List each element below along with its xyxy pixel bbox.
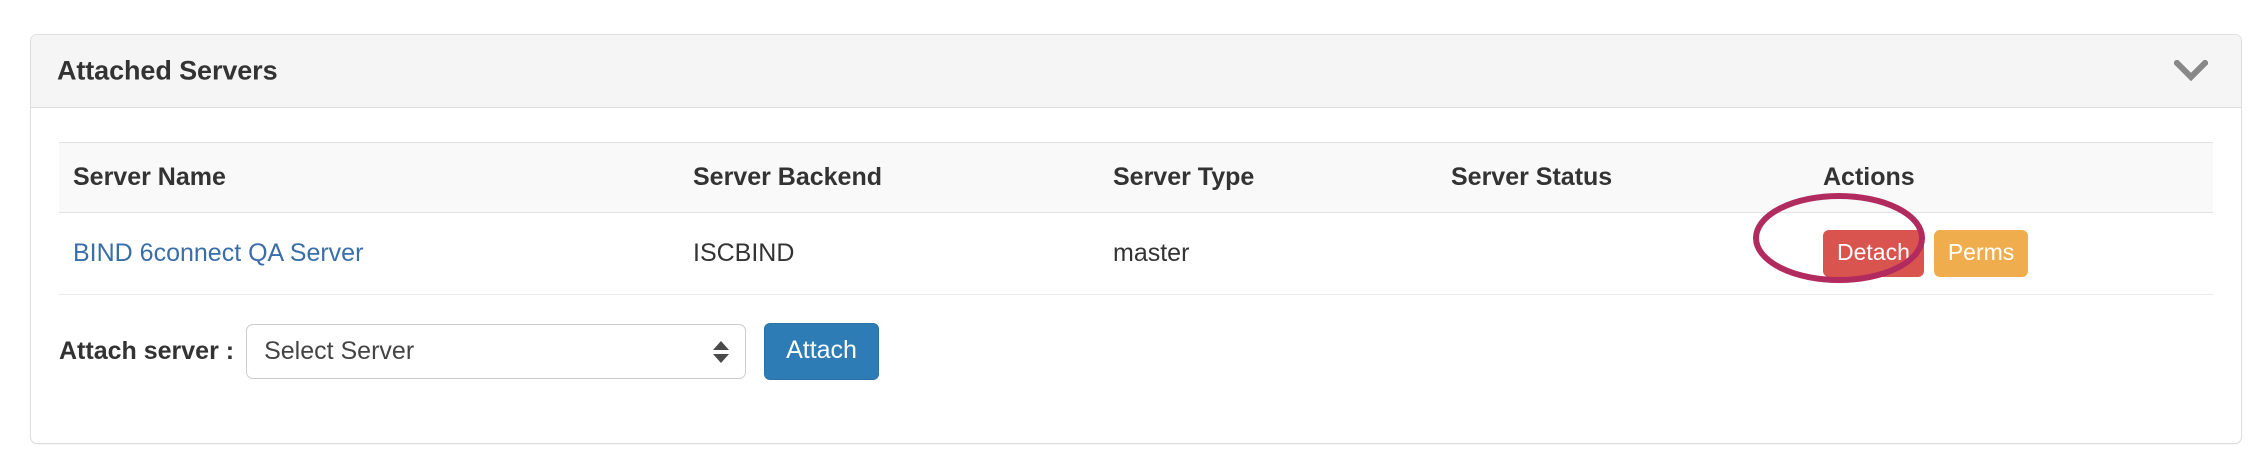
panel-body: Server Name Server Backend Server Type S… xyxy=(31,108,2241,443)
cell-server-status xyxy=(1437,212,1809,295)
perms-button[interactable]: Perms xyxy=(1933,230,2029,277)
column-header-server-status: Server Status xyxy=(1437,142,1809,213)
detach-button[interactable]: Detach xyxy=(1823,230,1924,277)
cell-actions: Detach Perms xyxy=(1753,193,2213,295)
server-name-link[interactable]: BIND 6connect QA Server xyxy=(73,239,364,267)
page-title: Attached Servers xyxy=(57,55,278,86)
server-select-value: Select Server xyxy=(264,337,415,365)
table-header-row: Server Name Server Backend Server Type S… xyxy=(59,142,2213,213)
stepper-arrows-icon[interactable] xyxy=(713,340,730,363)
chevron-down-icon[interactable] xyxy=(2171,56,2211,86)
cell-server-backend: ISCBIND xyxy=(679,212,1099,295)
panel-header: Attached Servers xyxy=(31,35,2241,108)
table-row: BIND 6connect QA Server ISCBIND master D… xyxy=(59,193,2213,295)
column-header-server-name: Server Name xyxy=(59,142,679,213)
column-header-server-backend: Server Backend xyxy=(679,142,1099,213)
cell-server-type: master xyxy=(1099,212,1437,295)
cell-server-name: BIND 6connect QA Server xyxy=(59,212,679,295)
column-header-server-type: Server Type xyxy=(1099,142,1437,213)
attach-server-label: Attach server : xyxy=(59,337,235,365)
attached-servers-table: Server Name Server Backend Server Type S… xyxy=(59,142,2213,295)
stepper-up-icon xyxy=(713,340,730,350)
attach-button[interactable]: Attach xyxy=(764,323,879,380)
stepper-down-icon xyxy=(713,353,730,363)
server-select[interactable]: Select Server xyxy=(246,324,747,379)
column-header-actions: Actions xyxy=(1809,142,2213,213)
attach-server-form: Attach server : Select Server Attach xyxy=(59,323,879,380)
attached-servers-panel: Attached Servers Server Name Server Back… xyxy=(30,34,2242,444)
